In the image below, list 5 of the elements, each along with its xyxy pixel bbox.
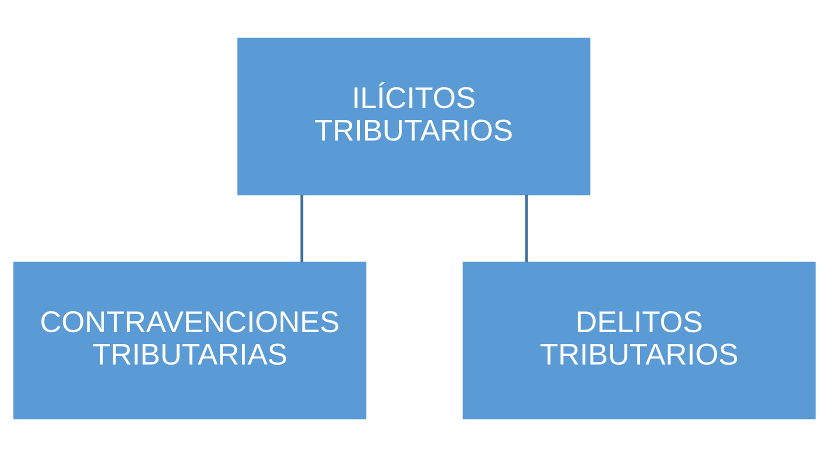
connector — [525, 194, 528, 262]
node-box: DELITOS TRIBUTARIOS — [462, 262, 816, 420]
node-box: ILÍCITOS TRIBUTARIOS — [237, 38, 590, 196]
node-box: CONTRAVENCIONES TRIBUTARIAS — [13, 262, 366, 420]
connector — [300, 194, 304, 262]
